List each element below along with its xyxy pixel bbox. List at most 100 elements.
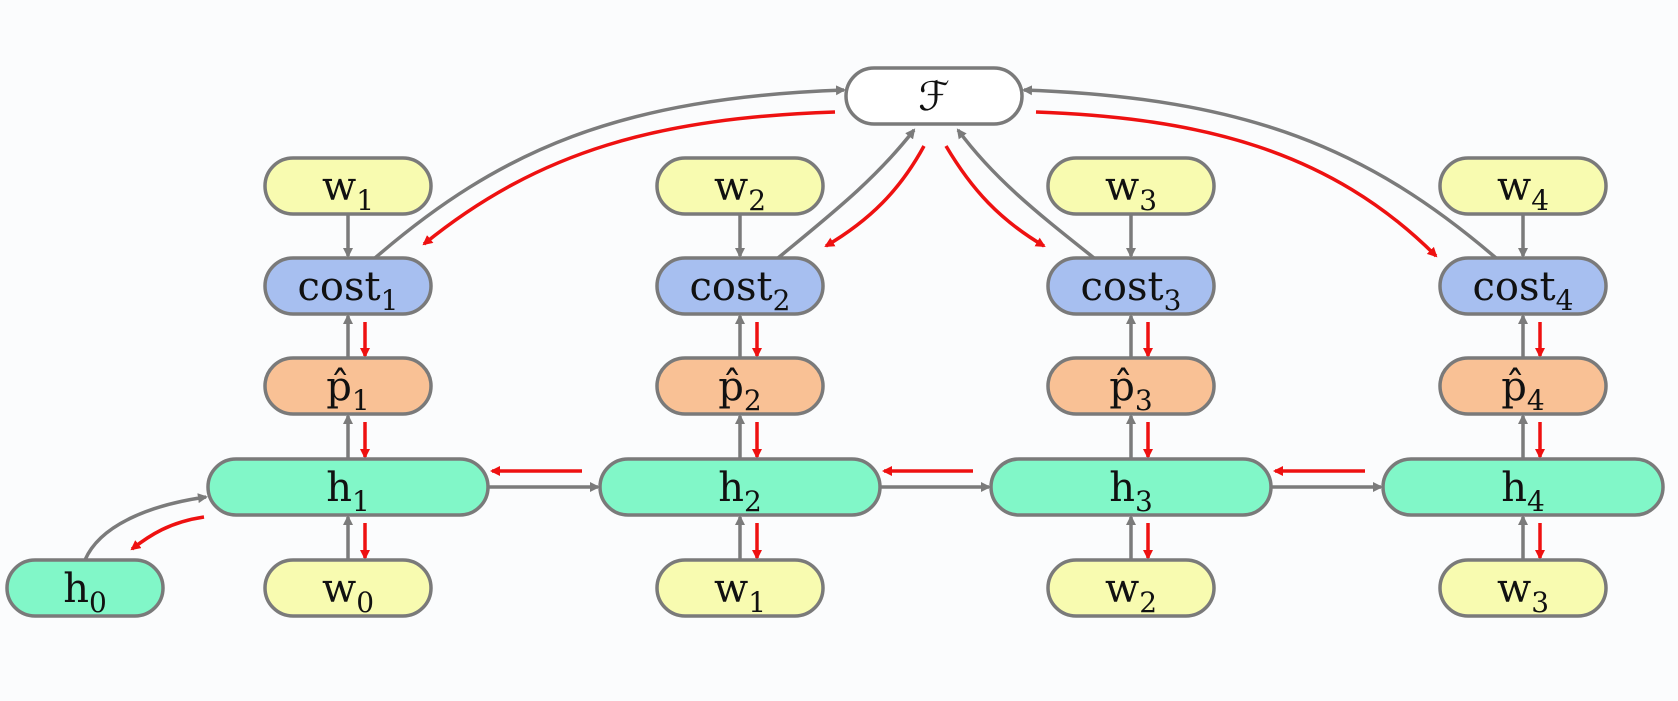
node-hidden-1-label-subscript: 1 (352, 485, 370, 518)
node-hidden-3-label: h3 (1109, 465, 1153, 518)
node-hidden-2-label-main: h (718, 465, 744, 511)
node-objective-F: ℱ (844, 66, 1024, 126)
edge-h0-to-h1 (83, 493, 208, 561)
node-cost-3-label-subscript: 3 (1164, 284, 1182, 317)
node-hidden-4-label: h4 (1501, 465, 1545, 518)
node-pred-3: p̂3 (1046, 356, 1216, 417)
node-hidden-0-label: h0 (63, 566, 107, 619)
node-pred-4-label-subscript: 4 (1527, 384, 1545, 417)
node-hidden-2-label: h2 (718, 465, 762, 518)
node-cost-3-shape (1046, 256, 1216, 316)
node-hidden-0-label-subscript: 0 (89, 586, 107, 619)
node-input-2: w1 (655, 558, 825, 619)
node-cost-4-shape (1438, 256, 1608, 316)
node-pred-2-label-subscript: 2 (744, 384, 762, 417)
node-pred-2-label-main: p̂ (718, 364, 744, 410)
node-cost-3-label: cost3 (1081, 264, 1182, 317)
edge-F-to-cost4-grad (1035, 110, 1438, 258)
node-pred-4: p̂4 (1438, 356, 1608, 417)
node-w-top-1-label-subscript: 1 (356, 184, 374, 217)
node-w-top-3-label: w3 (1105, 164, 1157, 217)
node-input-1-shape (263, 558, 433, 618)
node-hidden-2-shape (598, 457, 882, 517)
edge-cost1-to-F (373, 85, 846, 260)
node-w-top-3-label-main: w (1105, 164, 1139, 210)
node-hidden-2-label-subscript: 2 (744, 485, 762, 518)
node-cost-2-label-main: cost (690, 264, 773, 310)
node-objective-F-label-main: ℱ (918, 74, 949, 120)
node-w-top-1-shape (263, 156, 433, 216)
edge-cost3-to-F (956, 128, 1096, 260)
node-pred-3-label-main: p̂ (1109, 364, 1135, 410)
node-input-3-label-main: w (1105, 566, 1139, 612)
node-pred-1-shape (263, 356, 433, 416)
node-input-2-label-subscript: 1 (748, 586, 766, 619)
node-hidden-1-label: h1 (326, 465, 370, 518)
node-w-top-3: w3 (1046, 156, 1216, 217)
edge-cost4-to-F (1022, 85, 1498, 260)
node-cost-1: cost1 (263, 256, 433, 317)
node-cost-1-label-subscript: 1 (381, 284, 399, 317)
node-input-4-label-main: w (1497, 566, 1531, 612)
node-pred-4-label: p̂4 (1501, 364, 1544, 417)
node-input-4-shape (1438, 558, 1608, 618)
node-w-top-4-label-subscript: 4 (1531, 184, 1549, 217)
edge-h1-to-h0-grad (130, 515, 205, 551)
node-input-1: w0 (263, 558, 433, 619)
node-input-3-label-subscript: 2 (1139, 586, 1157, 619)
node-cost-3-label-main: cost (1081, 264, 1164, 310)
node-pred-3-label: p̂3 (1109, 364, 1152, 417)
node-w-top-2-label-main: w (714, 164, 748, 210)
node-hidden-4-shape (1381, 457, 1665, 517)
node-pred-3-label-subscript: 3 (1135, 384, 1153, 417)
node-hidden-4: h4 (1381, 457, 1665, 518)
node-w-top-2: w2 (655, 156, 825, 217)
node-cost-2-label: cost2 (690, 264, 791, 317)
node-cost-4-label-subscript: 4 (1556, 284, 1574, 317)
node-hidden-3-shape (989, 457, 1273, 517)
node-hidden-3: h3 (989, 457, 1273, 518)
node-hidden-0-shape (5, 558, 165, 618)
edge-F-to-cost1-grad (422, 110, 836, 246)
node-hidden-3-label-subscript: 3 (1135, 485, 1153, 518)
node-input-4-label: w3 (1497, 566, 1549, 619)
node-hidden-2: h2 (598, 457, 882, 518)
node-pred-1: p̂1 (263, 356, 433, 417)
node-input-2-label-main: w (714, 566, 748, 612)
edge-F-to-cost3-grad (944, 145, 1046, 248)
node-w-top-3-shape (1046, 156, 1216, 216)
node-input-2-label: w1 (714, 566, 766, 619)
node-w-top-2-label-subscript: 2 (748, 184, 766, 217)
node-cost-4-label-main: cost (1473, 264, 1556, 310)
node-pred-1-label: p̂1 (326, 364, 369, 417)
node-hidden-1: h1 (206, 457, 490, 518)
node-hidden-1-shape (206, 457, 490, 517)
node-hidden-1-label-main: h (326, 465, 352, 511)
node-objective-F-shape (844, 66, 1024, 126)
node-input-1-label-subscript: 0 (356, 586, 374, 619)
node-pred-1-label-subscript: 1 (352, 384, 370, 417)
node-input-3-shape (1046, 558, 1216, 618)
node-input-4: w3 (1438, 558, 1608, 619)
node-cost-1-label: cost1 (298, 264, 399, 317)
node-pred-3-shape (1046, 356, 1216, 416)
node-cost-2: cost2 (655, 256, 825, 317)
node-cost-1-shape (263, 256, 433, 316)
node-objective-F-label: ℱ (918, 74, 949, 120)
node-pred-1-label-main: p̂ (326, 364, 352, 410)
node-input-2-shape (655, 558, 825, 618)
nodes-layer: ℱw1cost1p̂1h1w0w2cost2p̂2h2w1w3cost3p̂3h… (5, 66, 1665, 619)
node-w-top-1-label-main: w (322, 164, 356, 210)
node-hidden-0: h0 (5, 558, 165, 619)
node-w-top-4-shape (1438, 156, 1608, 216)
node-input-3: w2 (1046, 558, 1216, 619)
node-w-top-4-label: w4 (1497, 164, 1549, 217)
node-w-top-2-label: w2 (714, 164, 766, 217)
node-hidden-4-label-subscript: 4 (1527, 485, 1545, 518)
node-w-top-3-label-subscript: 3 (1139, 184, 1157, 217)
node-w-top-1-label: w1 (322, 164, 374, 217)
node-w-top-4: w4 (1438, 156, 1608, 217)
node-input-3-label: w2 (1105, 566, 1157, 619)
